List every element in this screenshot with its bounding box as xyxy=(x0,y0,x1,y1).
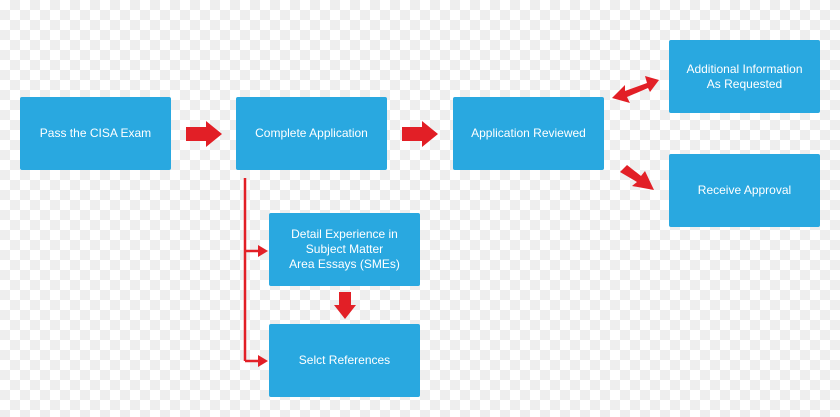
detail-experience-box: Detail Experience in Subject Matter Area… xyxy=(269,213,420,286)
arrow-reviewed-to-approval xyxy=(620,165,654,190)
additional-information-label: Additional Information As Requested xyxy=(686,61,803,91)
select-references-label: Selct References xyxy=(298,353,391,367)
arrow-detail-to-references xyxy=(334,292,356,319)
detail-experience-label: Detail Experience in Subject Matter Area… xyxy=(289,227,400,271)
additional-information-box: Additional Information As Requested xyxy=(669,40,820,113)
application-reviewed-label: Application Reviewed xyxy=(471,126,586,140)
branch-to-detail-arrowhead xyxy=(258,245,268,257)
arrow-reviewed-additional-info xyxy=(612,76,659,103)
receive-approval-label: Receive Approval xyxy=(697,183,792,197)
arrow-pass-to-complete xyxy=(186,121,222,147)
application-reviewed-box: Application Reviewed xyxy=(453,97,604,170)
branch-to-references-arrowhead xyxy=(258,355,268,367)
select-references-box: Selct References xyxy=(269,324,420,397)
complete-application-box: Complete Application xyxy=(236,97,387,170)
arrow-complete-to-reviewed xyxy=(402,121,438,147)
pass-exam-box: Pass the CISA Exam xyxy=(20,97,171,170)
pass-exam-label: Pass the CISA Exam xyxy=(39,126,152,140)
complete-application-label: Complete Application xyxy=(255,126,368,140)
receive-approval-box: Receive Approval xyxy=(669,154,820,227)
